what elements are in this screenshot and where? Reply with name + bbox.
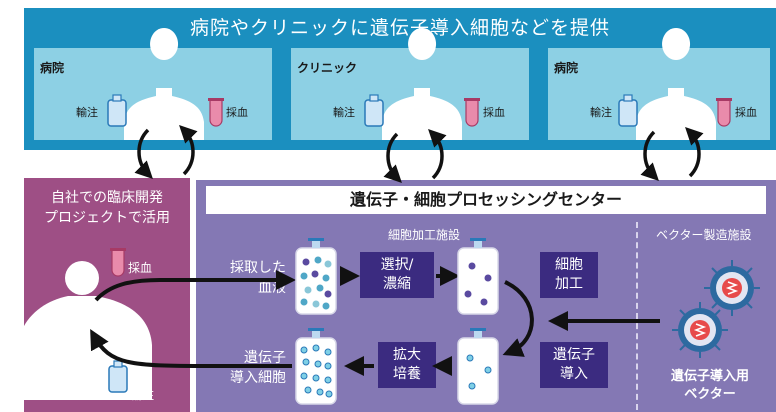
vector-label: 遺伝子導入用 ベクター bbox=[650, 368, 770, 404]
cell-facility-label: 細胞加工施設 bbox=[388, 228, 461, 242]
site-label: 病院 bbox=[40, 61, 65, 75]
exchange-cycle-arrows bbox=[388, 134, 442, 178]
product-label: 遺伝子 導入細胞 bbox=[204, 348, 286, 388]
select-line1: 選択/ bbox=[380, 257, 414, 273]
inhouse-infusion-bag-icon bbox=[108, 360, 128, 393]
vector-line1: 遺伝子導入用 bbox=[670, 369, 749, 384]
process-line1: 細胞 bbox=[555, 257, 583, 273]
select-line2: 濃縮 bbox=[383, 276, 411, 292]
blood-tube-icon bbox=[207, 97, 225, 127]
viral-vector-icon bbox=[703, 259, 761, 317]
banner-title: 病院やクリニックに遺伝子導入細胞などを提供 bbox=[189, 17, 610, 39]
blood-tube-icon bbox=[715, 97, 733, 127]
center-title: 遺伝子・細胞プロセッシングセンター bbox=[206, 186, 766, 214]
patient-figure bbox=[382, 28, 462, 140]
blood-label: 採血 bbox=[735, 106, 757, 119]
transduce-line2: 導入 bbox=[560, 366, 588, 382]
collected-line1: 採取した bbox=[230, 260, 286, 276]
step-cell-processing: 細胞加工 bbox=[540, 252, 598, 298]
site-label: クリニック bbox=[297, 61, 358, 75]
blood-tube-icon bbox=[463, 97, 481, 127]
inhouse-title-line1: 自社での臨床開発 bbox=[51, 190, 163, 206]
infusion-bag-icon bbox=[107, 94, 127, 127]
infusion-bag-icon bbox=[618, 94, 638, 127]
flask-selected bbox=[457, 237, 499, 315]
patient-figure bbox=[124, 28, 204, 140]
inhouse-title: 自社での臨床開発 プロジェクトで活用 bbox=[24, 188, 190, 228]
blood-to-center-arrow bbox=[94, 270, 296, 302]
inhouse-blood-tube-icon bbox=[109, 247, 127, 277]
patient-figure bbox=[636, 28, 716, 140]
step-select-concentrate: 選択/濃縮 bbox=[360, 252, 434, 298]
transduce-line1: 遺伝子 bbox=[553, 347, 595, 363]
inhouse-blood-label: 採血 bbox=[128, 261, 153, 275]
flask-transduced bbox=[457, 327, 499, 405]
expand-line2: 培養 bbox=[393, 366, 421, 382]
infusion-bag-icon bbox=[364, 94, 384, 127]
infusion-label: 輸注 bbox=[333, 106, 355, 119]
facility-divider bbox=[636, 222, 638, 410]
step-expansion-culture: 拡大培養 bbox=[378, 342, 436, 388]
blood-label: 採血 bbox=[226, 106, 248, 119]
flask-blood bbox=[295, 237, 337, 315]
inhouse-title-line2: プロジェクトで活用 bbox=[44, 210, 170, 226]
vector-line2: ベクター bbox=[684, 387, 736, 402]
product-line2: 導入細胞 bbox=[230, 370, 286, 386]
flask-expanded bbox=[295, 327, 337, 405]
product-line1: 遺伝子 bbox=[244, 350, 286, 366]
infusion-label: 輸注 bbox=[76, 106, 98, 119]
infusion-label: 輸注 bbox=[590, 106, 612, 119]
return-to-patient-arrow bbox=[90, 328, 292, 368]
process-line2: 加工 bbox=[555, 276, 583, 292]
blood-label: 採血 bbox=[483, 106, 505, 119]
step-gene-transduction: 遺伝子導入 bbox=[540, 342, 608, 388]
site-label: 病院 bbox=[554, 61, 579, 75]
expand-line1: 拡大 bbox=[393, 347, 421, 363]
process-curve-arrow bbox=[502, 280, 534, 357]
vector-facility-label: ベクター製造施設 bbox=[656, 228, 752, 242]
viral-vector-icon bbox=[671, 301, 729, 359]
